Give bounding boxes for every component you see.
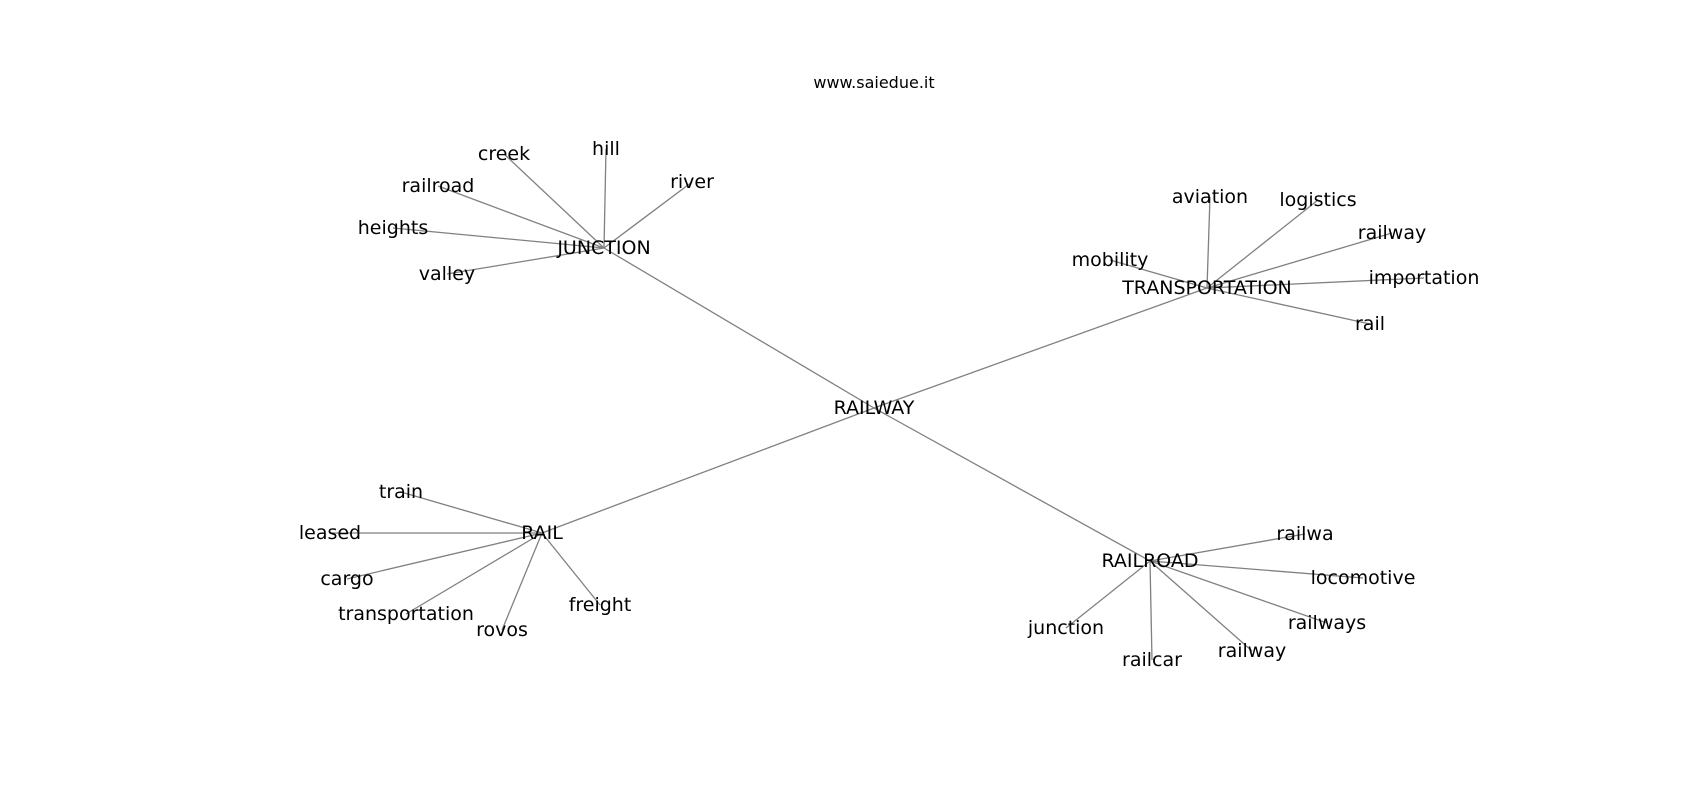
edge-junction-4 xyxy=(392,227,605,249)
leaf-node-label: junction xyxy=(1027,617,1104,639)
edge-junction-0 xyxy=(503,153,605,249)
leaf-node-label: mobility xyxy=(1072,249,1149,271)
edge-transportation-3 xyxy=(1109,259,1208,289)
edge-rail-5 xyxy=(541,532,601,606)
edge-transportation-5 xyxy=(1206,287,1371,325)
leaf-node-label: transportation xyxy=(338,603,474,625)
leaf-node-label: railroad xyxy=(402,175,475,197)
edge-railroad-4 xyxy=(1149,560,1153,661)
leaf-node-label: locomotive xyxy=(1311,567,1416,589)
edge-transportation-4 xyxy=(1206,277,1425,289)
edge-junction-2 xyxy=(603,181,693,249)
leaf-node-label: railcar xyxy=(1122,649,1182,671)
graph-labels: www.saiedue.it RAILWAY creek hill river rai… xyxy=(299,73,1480,671)
leaf-node-label: aviation xyxy=(1172,186,1248,208)
leaf-node-label: hill xyxy=(592,138,620,160)
edge-center-rail xyxy=(541,407,875,534)
edge-junction-1 xyxy=(603,148,607,249)
center-node-label: RAILWAY xyxy=(834,397,915,419)
edge-railroad-3 xyxy=(1149,560,1253,652)
graph-edges xyxy=(330,148,1425,661)
site-title: www.saiedue.it xyxy=(813,73,934,92)
edge-railroad-2 xyxy=(1149,560,1328,624)
edge-center-railroad xyxy=(873,407,1151,562)
leaf-node-label: valley xyxy=(419,263,475,285)
edge-center-transportation xyxy=(873,287,1208,409)
leaf-node-label: rovos xyxy=(476,619,528,641)
edge-rail-2 xyxy=(346,532,543,580)
leaf-node-label: freight xyxy=(569,594,632,616)
leaf-node-label: cargo xyxy=(320,568,373,590)
edge-junction-3 xyxy=(437,185,605,249)
hub-node-label-transportation: TRANSPORTATION xyxy=(1121,277,1292,299)
hub-node-label-junction: JUNCTION xyxy=(556,237,650,259)
edge-rail-0 xyxy=(400,491,543,534)
edge-transportation-0 xyxy=(1206,196,1211,289)
leaf-node-label: river xyxy=(670,171,714,193)
leaf-node-label: leased xyxy=(299,522,361,544)
hub-node-label-rail: RAIL xyxy=(521,522,563,544)
edge-rail-3 xyxy=(405,532,543,615)
leaf-node-label: railwa xyxy=(1276,523,1333,545)
edge-railroad-0 xyxy=(1149,533,1306,562)
leaf-node-label: railway xyxy=(1358,222,1426,244)
edge-railroad-1 xyxy=(1149,560,1364,579)
leaf-node-label: railways xyxy=(1288,612,1366,634)
leaf-node-label: rail xyxy=(1355,313,1385,335)
leaf-node-label: heights xyxy=(358,217,428,239)
leaf-node-label: train xyxy=(379,481,423,503)
edge-transportation-2 xyxy=(1206,232,1393,289)
edge-center-junction xyxy=(603,247,875,409)
edge-transportation-1 xyxy=(1206,199,1319,289)
edge-junction-5 xyxy=(446,247,605,275)
edge-rail-4 xyxy=(501,532,543,631)
edge-railroad-5 xyxy=(1065,560,1151,629)
hub-node-label-railroad: RAILROAD xyxy=(1101,550,1198,572)
leaf-node-label: importation xyxy=(1369,267,1480,289)
leaf-node-label: railway xyxy=(1218,640,1286,662)
leaf-node-label: creek xyxy=(478,143,530,165)
leaf-node-label: logistics xyxy=(1279,189,1356,211)
